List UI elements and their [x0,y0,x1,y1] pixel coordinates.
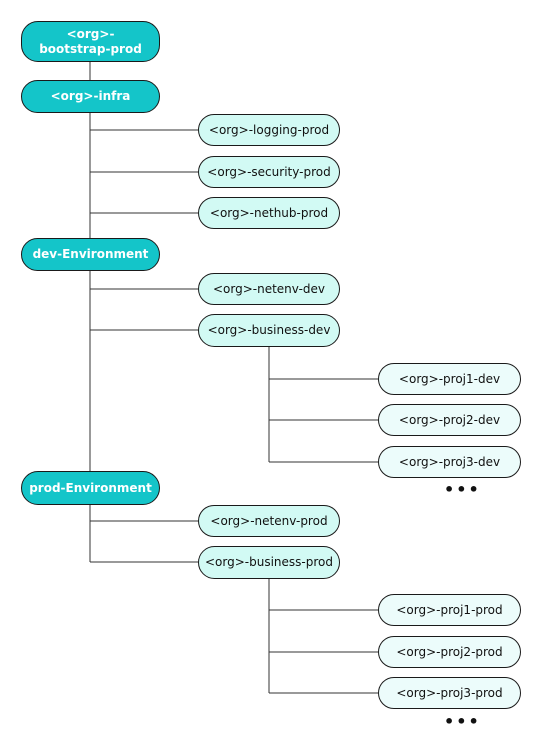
node-dev-environment: dev-Environment [21,238,160,271]
ellipsis-prod-projects: ••• [444,712,481,731]
node-logging-prod: <org>-logging-prod [198,114,340,146]
node-prod-environment: prod-Environment [21,471,160,505]
node-proj1-dev: <org>-proj1-dev [378,363,521,395]
node-netenv-dev: <org>-netenv-dev [198,273,340,305]
node-nethub-prod: <org>-nethub-prod [198,197,340,229]
ellipsis-dev-projects: ••• [444,480,481,499]
node-proj2-prod: <org>-proj2-prod [378,636,521,668]
node-infra: <org>-infra [21,80,160,113]
node-bootstrap-prod: <org>-bootstrap-prod [21,21,160,62]
node-netenv-prod: <org>-netenv-prod [198,505,340,537]
node-proj3-prod: <org>-proj3-prod [378,677,521,709]
node-business-dev: <org>-business-dev [198,314,340,347]
node-security-prod: <org>-security-prod [198,156,340,188]
node-proj1-prod: <org>-proj1-prod [378,594,521,626]
node-proj2-dev: <org>-proj2-dev [378,404,521,436]
node-proj3-dev: <org>-proj3-dev [378,446,521,478]
node-business-prod: <org>-business-prod [198,546,340,579]
